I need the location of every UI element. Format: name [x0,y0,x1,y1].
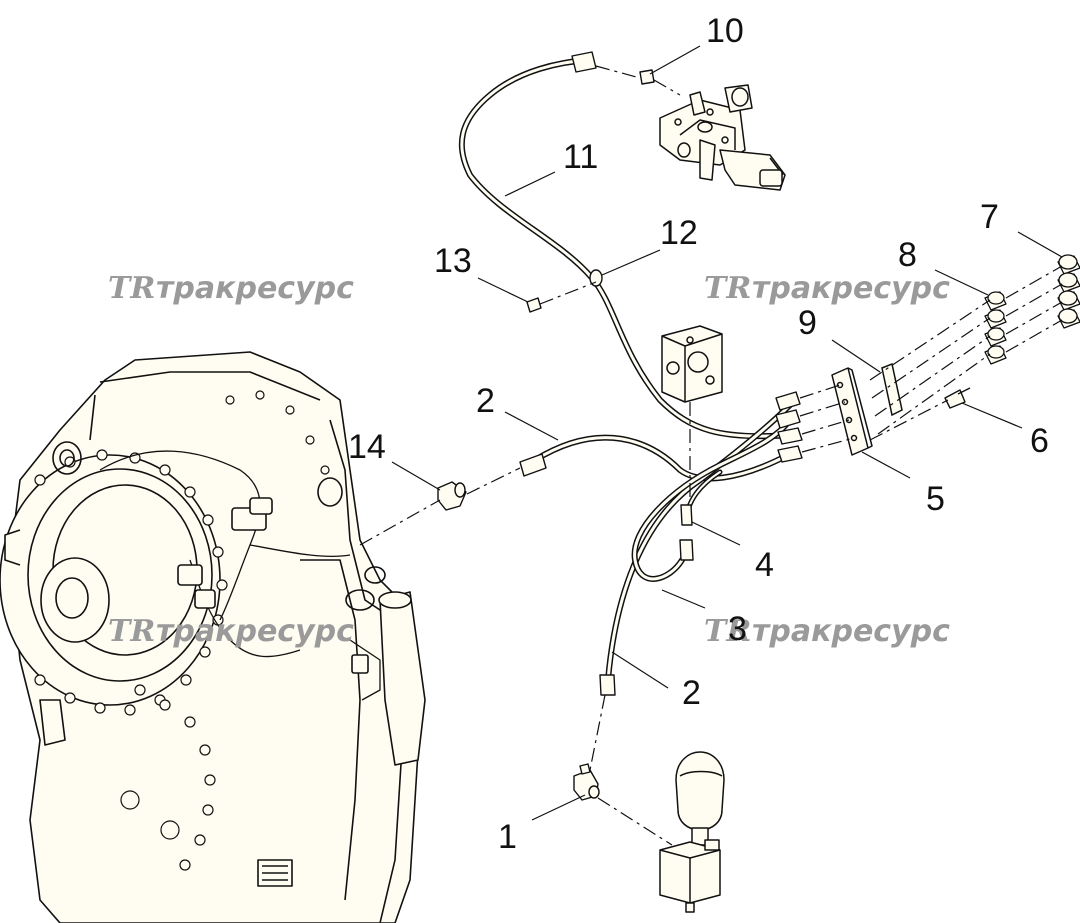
transmission-housing [0,351,426,923]
callout-5: 5 [926,480,945,518]
callout-labels: 1 2 2 3 4 5 6 7 8 9 10 11 12 13 14 [348,12,1049,856]
gasket [881,362,903,417]
accumulator-assembly [659,751,725,913]
callout-9: 9 [798,304,817,342]
callout-11: 11 [563,138,598,176]
callout-2-upper: 2 [476,382,495,420]
callout-8: 8 [898,236,917,274]
svg-text:TR: TR [108,271,155,306]
mounting-block [661,325,723,403]
svg-text:TR: TR [108,614,155,649]
callout-12: 12 [660,214,698,252]
leader-lines [391,45,1063,821]
hose-fittings [437,51,971,801]
callout-6: 6 [1030,422,1049,460]
callout-2-lower: 2 [682,674,701,712]
callout-10: 10 [706,12,744,50]
svg-text:тракресурс: тракресурс [156,614,354,649]
callout-7: 7 [980,198,999,236]
svg-text:тракресурс: тракресурс [752,614,950,649]
callout-13: 13 [434,242,472,280]
svg-text:тракресурс: тракресурс [156,271,354,306]
callout-1: 1 [498,818,517,856]
watermark-2: TR тракресурс [704,271,950,306]
filter-canister [379,591,426,766]
watermark-4: TR тракресурс [704,614,950,649]
bracket-plate [831,367,873,456]
callout-3: 3 [728,610,747,648]
svg-text:тракресурс: тракресурс [752,271,950,306]
watermark-3: TR тракресурс [108,614,354,649]
assembly-lines [359,65,1063,846]
callout-4: 4 [755,546,774,584]
connector-set [984,254,1080,365]
connector-7 [1057,254,1080,329]
watermarks: TR тракресурс TR тракресурс TR тракресур… [108,271,950,649]
connector-8 [984,291,1007,365]
control-valve-upper [659,84,786,191]
svg-text:TR: TR [704,271,751,306]
callout-14: 14 [348,428,386,466]
watermark-1: TR тракресурс [108,271,354,306]
hose-lines [458,57,793,683]
svg-text:TR: TR [704,614,751,649]
